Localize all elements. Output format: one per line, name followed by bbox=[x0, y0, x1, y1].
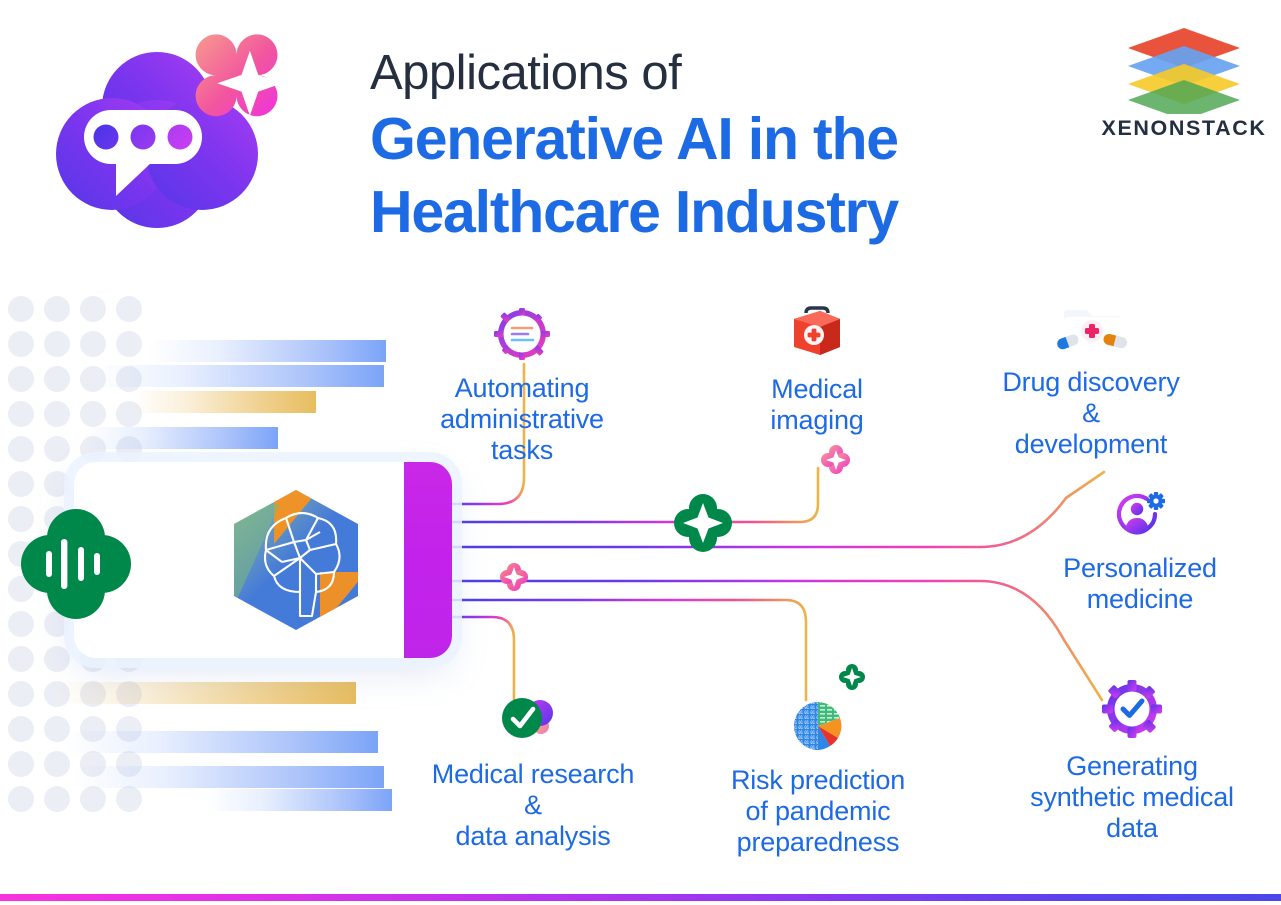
pie-chart-icon: 01 bbox=[700, 700, 936, 759]
decorative-dot bbox=[8, 331, 34, 357]
person-gear-icon bbox=[1032, 492, 1248, 547]
node-personalized-medicine[interactable]: Personalized medicine bbox=[1032, 492, 1248, 615]
green-clover-star-icon bbox=[672, 492, 734, 559]
decorative-bar bbox=[64, 731, 378, 753]
decorative-bar bbox=[84, 427, 278, 449]
device-accent-edge bbox=[404, 462, 452, 658]
decorative-dot bbox=[44, 751, 70, 777]
decorative-bar bbox=[206, 789, 392, 811]
decorative-dot bbox=[80, 331, 106, 357]
decorative-dot bbox=[8, 611, 34, 637]
node-label: Medical research & data analysis bbox=[431, 759, 635, 851]
medical-bag-icon bbox=[728, 305, 906, 368]
decorative-dot bbox=[8, 471, 34, 497]
decorative-dot bbox=[8, 401, 34, 427]
brand-logo: XENONSTACK bbox=[1098, 24, 1270, 141]
node-generating-synthetic-medical-data[interactable]: Generating synthetic medical data bbox=[1004, 680, 1260, 844]
node-label: Personalized medicine bbox=[1063, 553, 1217, 614]
chatbot-mascot bbox=[40, 16, 290, 266]
decorative-dot bbox=[44, 436, 70, 462]
decorative-dot bbox=[116, 296, 142, 322]
node-medical-imaging[interactable]: Medical imaging bbox=[728, 305, 906, 436]
decorative-dot bbox=[116, 331, 142, 357]
decorative-dot bbox=[44, 331, 70, 357]
decorative-bar bbox=[148, 340, 386, 362]
decorative-dot bbox=[8, 716, 34, 742]
decorative-dot bbox=[8, 786, 34, 812]
check-circle-bubbles-icon bbox=[404, 696, 662, 753]
decorative-dot bbox=[8, 436, 34, 462]
title-line-1: Applications of bbox=[370, 46, 682, 100]
gear-check-icon bbox=[1004, 680, 1260, 745]
decorative-dot bbox=[44, 296, 70, 322]
decorative-dot bbox=[8, 751, 34, 777]
decorative-dot bbox=[116, 786, 142, 812]
node-automating-administrative-tasks[interactable]: Automating administrative tasks bbox=[406, 308, 638, 466]
decorative-dot bbox=[8, 296, 34, 322]
decorative-dot bbox=[8, 646, 34, 672]
title-line-2: Generative AI in the bbox=[370, 106, 899, 172]
decorative-dot bbox=[8, 681, 34, 707]
node-label: Risk prediction of pandemic preparedness bbox=[730, 765, 906, 857]
pink-sparkle-icon bbox=[820, 444, 852, 481]
decorative-dot bbox=[80, 786, 106, 812]
decorative-dot bbox=[44, 401, 70, 427]
decorative-dot bbox=[80, 296, 106, 322]
decorative-dot bbox=[80, 401, 106, 427]
decorative-dot bbox=[44, 786, 70, 812]
node-medical-research-and-data-analysis[interactable]: Medical research & data analysis bbox=[404, 696, 662, 852]
decorative-bar bbox=[72, 766, 384, 788]
ai-device-card bbox=[74, 462, 452, 658]
decorative-dot bbox=[44, 366, 70, 392]
brand-name: XENONSTACK bbox=[1101, 116, 1267, 140]
node-label: Medical imaging bbox=[770, 374, 864, 435]
node-label: Drug discovery & development bbox=[1002, 367, 1180, 459]
decorative-dot bbox=[44, 471, 70, 497]
gear-document-icon bbox=[406, 308, 638, 367]
bottom-accent-strip bbox=[0, 894, 1281, 901]
pink-sparkle-icon bbox=[499, 562, 529, 597]
decorative-bar bbox=[96, 365, 384, 387]
decorative-dot bbox=[44, 646, 70, 672]
page-title: Applications of Generative AI in the Hea… bbox=[370, 44, 1070, 248]
green-clover-waveform-icon bbox=[17, 505, 135, 623]
brain-network-hexagon-icon bbox=[220, 484, 372, 636]
decorative-dot bbox=[8, 506, 34, 532]
green-clover-star-icon bbox=[838, 663, 866, 696]
node-drug-discovery-and-development[interactable]: Drug discovery & development bbox=[966, 300, 1216, 460]
node-label: Automating administrative tasks bbox=[440, 373, 604, 465]
node-risk-prediction-of-pandemic-preparedness[interactable]: 01 Risk prediction of pandemic preparedn… bbox=[700, 700, 936, 858]
decorative-bar bbox=[56, 682, 356, 704]
medical-folder-pills-icon bbox=[966, 300, 1216, 361]
decorative-bar bbox=[132, 391, 316, 413]
title-line-3: Healthcare Industry bbox=[370, 179, 899, 245]
chatbot-clover-icon bbox=[56, 34, 283, 228]
sparkle-icon bbox=[195, 34, 283, 117]
decorative-dot bbox=[8, 366, 34, 392]
stacked-layers-icon bbox=[1098, 24, 1270, 120]
node-label: Generating synthetic medical data bbox=[1030, 751, 1234, 843]
